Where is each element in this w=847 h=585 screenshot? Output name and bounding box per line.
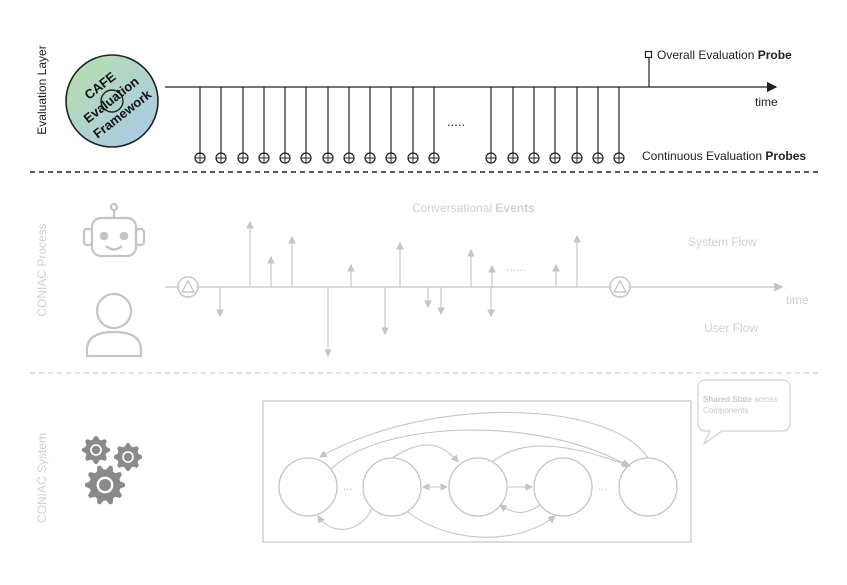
component-node <box>278 457 338 517</box>
components-ellipsis-left: ... <box>343 481 352 493</box>
system-layer: CONIAC System Shared State across Compon… <box>35 379 791 543</box>
continuous-probe <box>237 87 249 164</box>
connection-arrow <box>499 504 541 514</box>
evaluation-time-label: time <box>755 95 778 109</box>
overall-probe-label: Overall Evaluation Probe <box>657 48 792 62</box>
continuous-probe <box>385 87 397 164</box>
gear-medium-icon <box>114 443 142 471</box>
connection-arrow <box>329 429 629 471</box>
connection-arrow <box>317 507 373 530</box>
evaluation-layer-label: Evaluation Layer <box>35 45 49 134</box>
overall-probe-marker <box>644 50 653 59</box>
continuous-probe <box>592 87 604 164</box>
continuous-probe <box>343 87 355 164</box>
user-flow-label: User Flow <box>704 321 758 335</box>
continuous-probe <box>300 87 312 164</box>
badge-inner-ring <box>100 89 124 113</box>
conversational-event-arrows <box>216 220 581 358</box>
continuous-probe <box>485 87 497 164</box>
continuous-probe <box>507 87 519 164</box>
continuous-probe <box>613 87 625 164</box>
probes-ellipsis: ..... <box>447 114 465 129</box>
continuous-probe <box>549 87 561 164</box>
continuous-probe <box>407 87 419 164</box>
connection-arrow <box>319 411 649 459</box>
component-node <box>362 457 422 517</box>
gears-icon <box>82 436 142 505</box>
system-flow-label: System Flow <box>688 235 757 249</box>
continuous-probe <box>428 87 440 164</box>
process-layer: CONIAC Process Conversational Events Sys… <box>35 201 809 358</box>
connection-arrow <box>491 445 632 468</box>
continuous-probe <box>322 87 334 164</box>
robot-icon <box>82 202 146 258</box>
continuous-probes <box>194 87 625 164</box>
system-layer-label: CONIAC System <box>35 433 49 523</box>
component-node <box>448 457 508 517</box>
shared-state-callout-line2: Components <box>703 406 748 415</box>
cafe-framework-badge: CAFE Evaluation Framework <box>65 54 159 148</box>
gear-large-icon <box>85 465 125 505</box>
components-ellipsis-right: ... <box>598 481 607 493</box>
conversational-events-title: Conversational Events <box>412 201 535 215</box>
component-connections <box>317 411 649 538</box>
gear-small-icon <box>82 436 110 464</box>
speech-callout-icon: Shared State across Components <box>697 379 791 446</box>
badge-circle <box>65 54 159 148</box>
events-ellipsis: ...... <box>506 260 526 274</box>
component-node <box>533 457 593 517</box>
continuous-probe <box>215 87 227 164</box>
continuous-probe <box>279 87 291 164</box>
shared-state-callout-text: Shared State across <box>703 395 778 404</box>
process-time-label: time <box>786 293 809 307</box>
connection-arrow <box>391 444 459 463</box>
continuous-probes-label: Continuous Evaluation Probes <box>642 149 806 163</box>
process-end-icon <box>609 276 631 298</box>
system-components-box <box>262 400 692 543</box>
process-start-icon <box>177 276 199 298</box>
evaluation-layer: Evaluation Layer CAFE Evaluation Framewo… <box>35 45 806 164</box>
connection-arrow <box>407 511 556 538</box>
continuous-probe <box>194 87 206 164</box>
continuous-probe <box>571 87 583 164</box>
component-node <box>618 457 678 517</box>
continuous-probe <box>364 87 376 164</box>
user-icon <box>85 292 143 358</box>
continuous-probe <box>528 87 540 164</box>
process-layer-label: CONIAC Process <box>35 223 49 316</box>
continuous-probe <box>258 87 270 164</box>
